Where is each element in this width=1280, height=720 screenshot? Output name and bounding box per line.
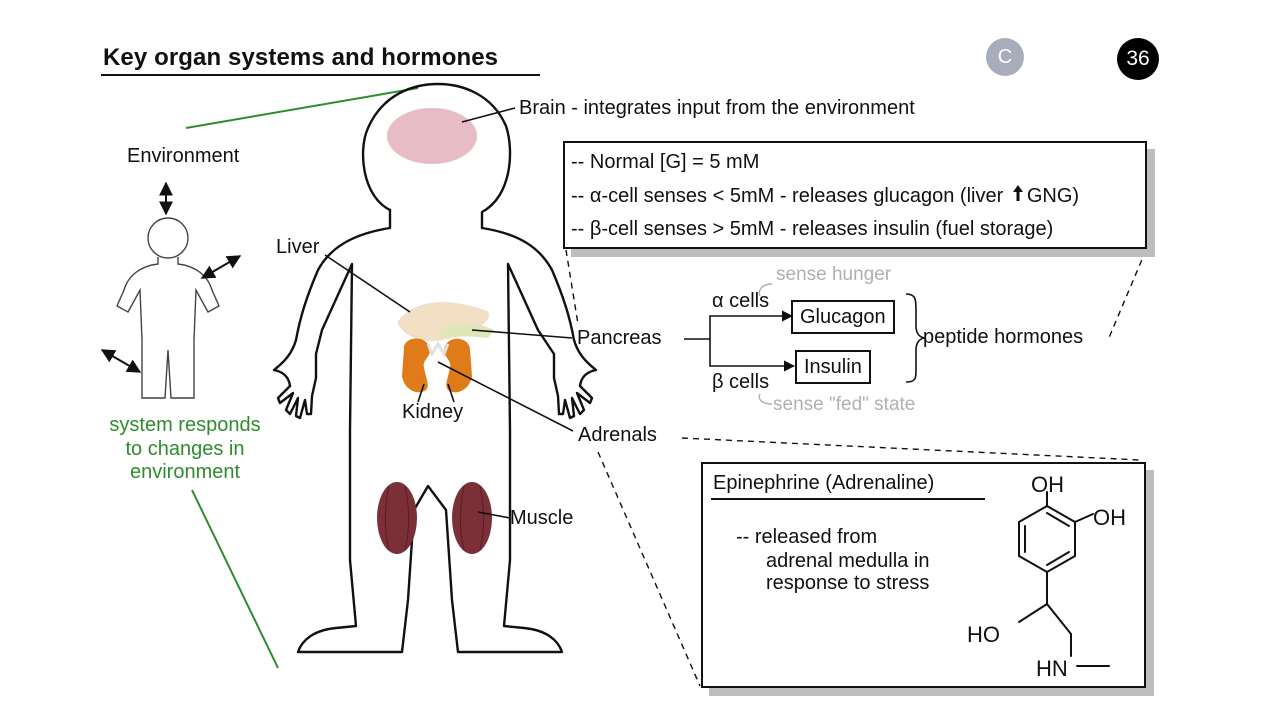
env-arrow-right <box>200 255 242 279</box>
slide-title: Key organ systems and hormones <box>103 44 499 71</box>
glucose-line-normal: -- Normal [G] = 5 mM <box>571 151 760 173</box>
pancreas-label: Pancreas <box>577 327 662 349</box>
response-line-3: environment <box>129 461 241 483</box>
glucose-line-beta: -- β-cell senses > 5mM - releases insuli… <box>571 218 1054 240</box>
pancreas-shape <box>440 324 494 338</box>
adrenals-label: Adrenals <box>578 424 657 446</box>
up-arrow-icon <box>1012 184 1024 208</box>
glucagon-box: Glucagon <box>791 300 895 334</box>
pancreas-branch-lower <box>709 339 796 372</box>
muscle-leader <box>477 511 511 519</box>
pancreas-branch-upper <box>709 310 794 339</box>
epi-box-dash-left <box>597 451 701 687</box>
adrenal-shape <box>426 341 450 358</box>
glucose-line-alpha-gng: GNG) <box>1026 185 1080 207</box>
muscle-fibers <box>384 485 485 551</box>
sense-fed-hook <box>758 393 773 405</box>
title-underline <box>101 74 540 76</box>
beta-cells-label: β cells <box>712 371 770 393</box>
glucose-line-alpha: -- α-cell senses < 5mM - releases glucag… <box>571 184 1079 208</box>
glucose-line-alpha-text: -- α-cell senses < 5mM - releases glucag… <box>571 185 1004 207</box>
epinephrine-desc-3: response to stress <box>766 572 930 594</box>
epinephrine-structure <box>1018 491 1110 667</box>
response-line-1: system responds <box>109 414 261 436</box>
epi-box-dash-top <box>681 437 1141 461</box>
pancreas-leader <box>471 329 573 339</box>
kidney-right-shape <box>444 338 472 393</box>
alpha-cells-label: α cells <box>712 290 770 312</box>
insulin-box: Insulin <box>795 350 871 384</box>
muscle-right-shape <box>452 482 492 554</box>
glucose-box-dash-right <box>1107 249 1147 341</box>
sense-hunger-label: sense hunger <box>776 264 892 285</box>
small-person-outline <box>116 217 220 399</box>
kidney-leader <box>417 383 455 403</box>
oh-right-label: OH <box>1093 505 1126 530</box>
hormone-brace <box>905 293 927 383</box>
epinephrine-box: Epinephrine (Adrenaline) -- released fro… <box>701 462 1146 688</box>
muscle-label: Muscle <box>510 507 574 529</box>
corner-letter-badge: C <box>986 38 1024 76</box>
env-arrow-left <box>100 349 142 373</box>
adrenal-leader <box>437 361 574 432</box>
sense-hunger-hook <box>758 283 773 297</box>
hn-label: HN <box>1036 656 1068 681</box>
peptide-hormones-label: peptide hormones <box>923 326 1084 348</box>
epinephrine-title: Epinephrine (Adrenaline) <box>713 472 935 494</box>
kidney-label: Kidney <box>402 401 464 423</box>
kidney-left-shape <box>402 338 430 393</box>
oh-top-label: OH <box>1031 472 1064 497</box>
epinephrine-title-underline <box>711 498 985 500</box>
liver-label: Liver <box>276 236 320 258</box>
human-body-outline <box>272 82 598 654</box>
glucose-box-dash-left <box>565 249 579 325</box>
environment-label: Environment <box>127 145 240 167</box>
response-line-2: to changes in <box>125 438 245 460</box>
page-number-badge: 36 <box>1117 38 1159 80</box>
muscle-left-shape <box>377 482 417 554</box>
brain-leader <box>461 107 516 123</box>
green-link-top <box>185 87 419 129</box>
epinephrine-desc-2: adrenal medulla in <box>766 550 930 572</box>
glucose-info-box: -- Normal [G] = 5 mM -- α-cell senses < … <box>563 141 1147 249</box>
epinephrine-desc-1: -- released from <box>736 526 878 548</box>
brain-label: Brain - integrates input from the enviro… <box>519 97 915 119</box>
green-link-bottom <box>191 489 279 669</box>
liver-leader <box>324 254 411 313</box>
brain-shape <box>387 108 477 164</box>
ho-left-label: HO <box>967 622 1000 647</box>
sense-fed-label: sense "fed" state <box>773 394 916 415</box>
